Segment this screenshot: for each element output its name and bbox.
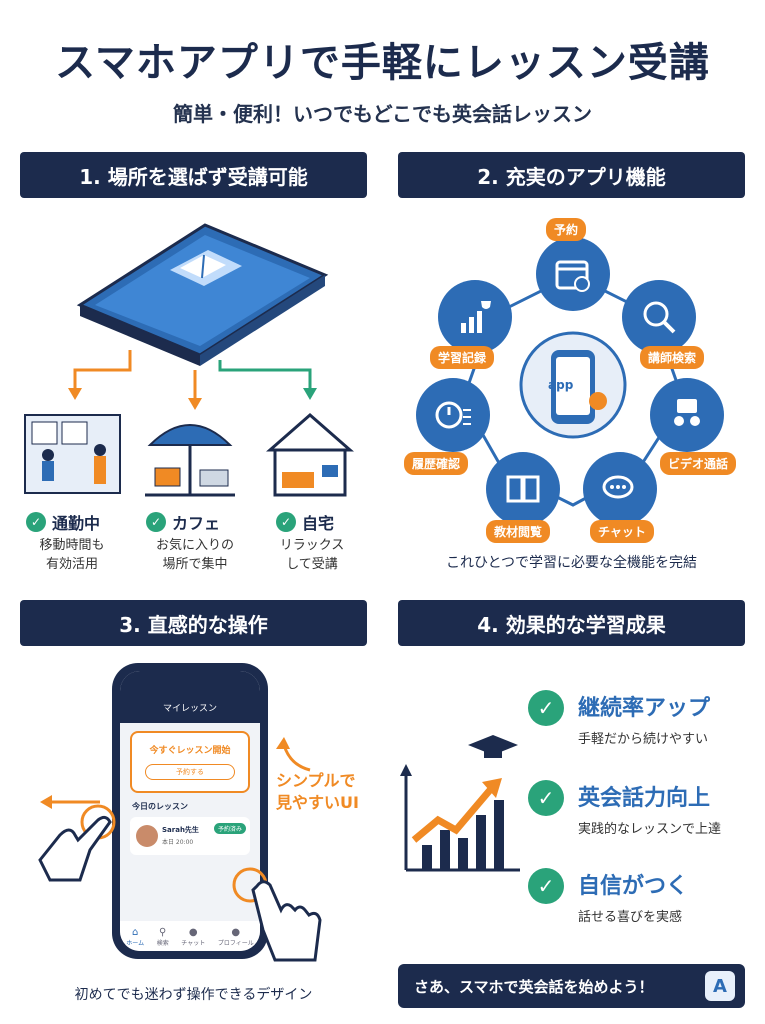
location-desc-line: お気に入りの bbox=[155, 538, 234, 553]
trophy-chart-icon bbox=[461, 301, 491, 333]
nav-label: 検索 bbox=[156, 940, 169, 947]
feature-materials bbox=[486, 452, 560, 526]
location-label: 自宅 bbox=[302, 514, 335, 533]
history-clock-icon bbox=[435, 401, 471, 429]
search-icon: ⚲ bbox=[159, 927, 167, 938]
start-lesson-title: 今すぐレッスン開始 bbox=[149, 746, 231, 756]
lesson-time: 本日 20:00 bbox=[162, 839, 194, 846]
lesson-item[interactable]: Sarah先生 本日 20:00 予約済み bbox=[130, 817, 250, 855]
section-4-heading: 4. 効果的な学習成果 bbox=[398, 600, 745, 646]
check-icon: ✓ bbox=[528, 780, 564, 816]
curved-arrow-icon bbox=[276, 737, 311, 772]
check-icon: ✓ bbox=[528, 868, 564, 904]
check-icon: ✓ bbox=[276, 512, 296, 532]
nav-label: ホーム bbox=[126, 940, 145, 947]
status-badge: 予約済み bbox=[213, 823, 246, 834]
app-center-label: app bbox=[548, 378, 574, 392]
result-title: 自信がつく bbox=[578, 874, 689, 899]
location-desc: リラックス して受講 bbox=[262, 536, 362, 574]
video-call-icon bbox=[674, 399, 700, 426]
app-screen-title: マイレッスン bbox=[120, 671, 260, 723]
bottom-nav: ⌂ ホーム ⚲ 検索 ● チャット ● プロフィール bbox=[120, 921, 260, 951]
section-3-caption: 初めてでも迷わず操作できるデザイン bbox=[74, 987, 313, 1003]
feature-label: 予約 bbox=[546, 218, 587, 241]
feature-label: 教材閲覧 bbox=[486, 520, 551, 543]
simple-ui-note: シンプルで 見やすいUI bbox=[276, 770, 359, 814]
nav-profile[interactable]: ● プロフィール bbox=[218, 927, 254, 947]
nav-home[interactable]: ⌂ ホーム bbox=[126, 927, 144, 947]
smartphone-illustration bbox=[24, 223, 354, 497]
page-subtitle: 簡単・便利！いつでもどこでも英会話レッスン bbox=[173, 102, 592, 126]
result-item: ✓ 英会話力向上 実践的なレッスンで上達 bbox=[528, 780, 721, 837]
section-1-heading: 1. 場所を選ばず受講可能 bbox=[20, 152, 367, 198]
check-icon: ✓ bbox=[528, 690, 564, 726]
page-title: スマホアプリで手軽にレッスン受講 bbox=[55, 40, 710, 86]
location-desc: 移動時間も 有効活用 bbox=[22, 536, 122, 574]
search-icon bbox=[643, 301, 676, 334]
feature-video-call bbox=[650, 378, 724, 452]
location-label: カフェ bbox=[172, 514, 221, 533]
reserve-button[interactable]: 予約する bbox=[145, 764, 235, 780]
section-2-caption: これひとつで学習に必要な全機能を完結 bbox=[445, 555, 698, 571]
book-icon bbox=[506, 475, 540, 503]
section-3-heading: 3. 直感的な操作 bbox=[20, 600, 367, 646]
result-desc: 話せる喜びを実感 bbox=[578, 910, 683, 925]
nav-chat[interactable]: ● チャット bbox=[181, 927, 205, 947]
calendar-icon bbox=[555, 260, 590, 292]
location-home: ✓ 自宅 bbox=[276, 510, 334, 534]
nav-label: チャット bbox=[181, 940, 206, 947]
feature-label: 講師検索 bbox=[640, 346, 705, 369]
app-phone-mockup: マイレッスン 今すぐレッスン開始 予約する 今日のレッスン Sarah先生 本日… bbox=[112, 663, 268, 959]
location-desc-line: して受講 bbox=[286, 557, 338, 572]
feature-reservation bbox=[536, 237, 610, 311]
location-label: 通勤中 bbox=[52, 514, 101, 533]
feature-learning-record bbox=[438, 280, 512, 354]
result-title: 英会話力向上 bbox=[578, 786, 711, 811]
location-desc-line: 場所で集中 bbox=[162, 557, 228, 572]
simple-ui-line: 見やすいUI bbox=[276, 793, 359, 812]
app-store-icon[interactable]: A bbox=[705, 971, 735, 1001]
feature-label: チャット bbox=[590, 520, 654, 543]
feature-teacher-search bbox=[622, 280, 696, 354]
feature-chat bbox=[583, 452, 657, 526]
nav-label: プロフィール bbox=[217, 940, 254, 947]
feature-label: ビデオ通話 bbox=[660, 452, 737, 475]
result-item: ✓ 継続率アップ 手軽だから続けやすい bbox=[528, 690, 710, 747]
start-lesson-card[interactable]: 今すぐレッスン開始 予約する bbox=[130, 731, 250, 793]
result-title: 継続率アップ bbox=[578, 696, 711, 721]
feature-label: 学習記録 bbox=[430, 346, 495, 369]
check-icon: ✓ bbox=[26, 512, 46, 532]
location-desc-line: 有効活用 bbox=[45, 557, 98, 572]
result-desc: 実践的なレッスンで上達 bbox=[578, 822, 722, 837]
location-commute: ✓ 通勤中 bbox=[26, 510, 100, 534]
chat-icon bbox=[602, 475, 634, 499]
nav-search[interactable]: ⚲ 検索 bbox=[157, 927, 169, 947]
feature-label: 履歴確認 bbox=[404, 452, 469, 475]
feature-wheel-connections bbox=[461, 273, 685, 507]
cta-text: さあ、スマホで英会話を始めよう！ bbox=[414, 977, 654, 996]
simple-ui-line: シンプルで bbox=[276, 771, 356, 790]
location-desc-line: 移動時間も bbox=[39, 538, 105, 553]
section-2-heading: 2. 充実のアプリ機能 bbox=[398, 152, 745, 198]
teacher-name: Sarah先生 bbox=[162, 826, 199, 834]
cta-banner[interactable]: さあ、スマホで英会話を始めよう！ A bbox=[398, 964, 745, 1008]
tap-hand-icon bbox=[232, 867, 322, 962]
result-desc: 手軽だから続けやすい bbox=[578, 732, 709, 747]
app-screen: マイレッスン 今すぐレッスン開始 予約する 今日のレッスン Sarah先生 本日… bbox=[120, 671, 260, 951]
home-icon: ⌂ bbox=[132, 927, 139, 938]
growth-chart-illustration bbox=[400, 735, 520, 872]
avatar bbox=[136, 825, 158, 847]
chat-icon: ● bbox=[188, 927, 198, 938]
result-item: ✓ 自信がつく 話せる喜びを実感 bbox=[528, 868, 688, 925]
location-cafe: ✓ カフェ bbox=[146, 510, 220, 534]
location-desc: お気に入りの 場所で集中 bbox=[140, 536, 250, 574]
check-icon: ✓ bbox=[146, 512, 166, 532]
feature-history bbox=[416, 378, 490, 452]
swipe-hand-icon bbox=[38, 795, 116, 882]
location-desc-line: リラックス bbox=[279, 538, 345, 553]
profile-icon: ● bbox=[231, 927, 241, 938]
today-lessons-label: 今日のレッスン bbox=[132, 802, 188, 811]
